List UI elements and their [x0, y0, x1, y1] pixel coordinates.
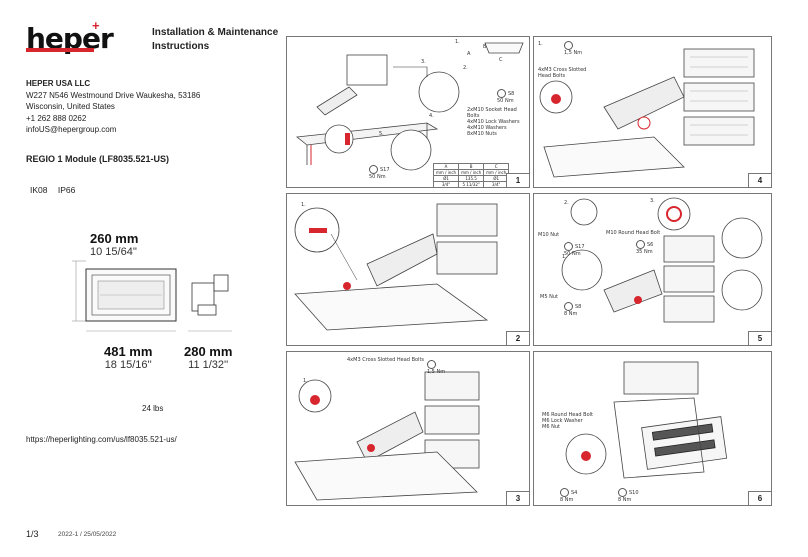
- phone: +1 262 888 0262: [26, 113, 87, 123]
- product-dimension-drawing: [72, 260, 232, 332]
- page-number: 1/3: [26, 529, 39, 539]
- ip-rating: IP66: [57, 185, 76, 195]
- ik-rating: IK08: [30, 185, 48, 195]
- step-1-hardware-list: 2xM10 Socket Head Bolts 4xM10 Lock Washe…: [467, 107, 520, 137]
- step-2-illustration: [294, 203, 498, 331]
- width-in: 18 15/16'': [104, 359, 152, 371]
- title-line-2: Instructions: [152, 41, 210, 52]
- step-number-4: 4: [748, 173, 771, 187]
- depth-mm: 280 mm: [184, 344, 233, 359]
- step-5-note-1: 1.: [562, 254, 567, 260]
- torque-1-5-nm: 1,5 Nm: [427, 360, 445, 375]
- step-4-illustration: [539, 48, 755, 178]
- step-3-illustration: [294, 371, 480, 501]
- step-number-1: 1: [506, 173, 529, 187]
- torque-1-5-nm: 1,5 Nm: [564, 41, 582, 56]
- step-2-note-1: 1.: [301, 202, 306, 208]
- step-number-5: 5: [748, 331, 771, 345]
- height-mm: 260 mm: [90, 231, 139, 246]
- step-3-note-1: 1.: [303, 378, 308, 384]
- step-1-note-2: 2.: [463, 65, 468, 71]
- email[interactable]: infoUS@hepergroup.com: [26, 125, 117, 134]
- step-3-bolt-label: 4xM3 Cross Slotted Head Bolts: [347, 357, 425, 363]
- height-dimension: 260 mm 10 15/64'': [90, 231, 138, 258]
- instruction-panel-6: M6 Round Head Bolt M6 Lock Washer M6 Nut…: [533, 351, 772, 506]
- step-1-note-5: 5.: [379, 131, 384, 137]
- m10-nut-label: M10 Nut: [538, 232, 560, 238]
- address-line-1: W227 N546 Westmound Drive Waukesha, 5318…: [26, 90, 201, 100]
- company-info: HEPER USA LLC W227 N546 Westmound Drive …: [26, 78, 200, 136]
- brand-underline: [26, 48, 94, 52]
- revision-date: 2022-1 / 25/05/2022: [58, 531, 117, 538]
- detail-circle-a: [418, 71, 460, 113]
- step-number-6: 6: [748, 491, 771, 505]
- company-name: HEPER USA LLC: [26, 79, 91, 88]
- weight: 24 lbs: [142, 404, 164, 413]
- depth-in: 11 1/32'': [188, 359, 229, 371]
- step-5-illustration: [561, 197, 763, 323]
- dim-label-c: C: [499, 57, 503, 63]
- detail-circle-c: [390, 129, 432, 171]
- instruction-panel-4: 1. 1,5 Nm 4xM3 Cross Slotted Head Bolts …: [533, 36, 772, 188]
- product-url[interactable]: https://heperlighting.com/us/lf8035.521-…: [26, 435, 177, 444]
- height-in: 10 15/64'': [90, 246, 138, 258]
- brand-mark-icon: +: [92, 18, 100, 33]
- step-1-note-4: 4.: [429, 113, 434, 119]
- step-number-3: 3: [506, 491, 529, 505]
- detail-circle-b: [324, 124, 354, 154]
- step-6-hardware-list: M6 Round Head Bolt M6 Lock Washer M6 Nut: [542, 412, 593, 430]
- step-1-note-3: 3.: [421, 59, 426, 65]
- step-6-illustration: [565, 361, 728, 479]
- step-4-note-1: 1.: [538, 41, 543, 47]
- step-1-note-1: 1.: [455, 39, 460, 45]
- ratings: IK08 IP66: [30, 185, 83, 195]
- width-mm: 481 mm: [104, 344, 153, 359]
- address-line-2: Wisconsin, United States: [26, 102, 115, 111]
- step-5-note-3: 3.: [650, 198, 655, 204]
- m5-nut-label: M5 Nut: [540, 294, 558, 300]
- step-1-illustration: [295, 42, 524, 171]
- step-5-note-2: 2.: [564, 200, 569, 206]
- width-dimension: 481 mm 18 15/16'': [104, 344, 152, 371]
- instruction-panel-3: 4xM3 Cross Slotted Head Bolts 1,5 Nm 1. …: [286, 351, 530, 506]
- document-title: Installation & Maintenance Instructions: [152, 26, 282, 54]
- m10-round-bolt-label: M10 Round Head Bolt: [606, 230, 661, 236]
- instruction-panel-2: 1. 2: [286, 193, 530, 346]
- depth-dimension: 280 mm 11 1/32'': [184, 344, 232, 371]
- step-number-2: 2: [506, 331, 529, 345]
- dim-label-a: A: [467, 51, 471, 57]
- dim-label-b: B: [483, 44, 487, 50]
- product-title: REGIO 1 Module (LF8035.521-US): [26, 154, 170, 164]
- title-line-1: Installation & Maintenance: [152, 27, 279, 38]
- step-4-bolt-label: 4xM3 Cross Slotted Head Bolts: [538, 67, 587, 79]
